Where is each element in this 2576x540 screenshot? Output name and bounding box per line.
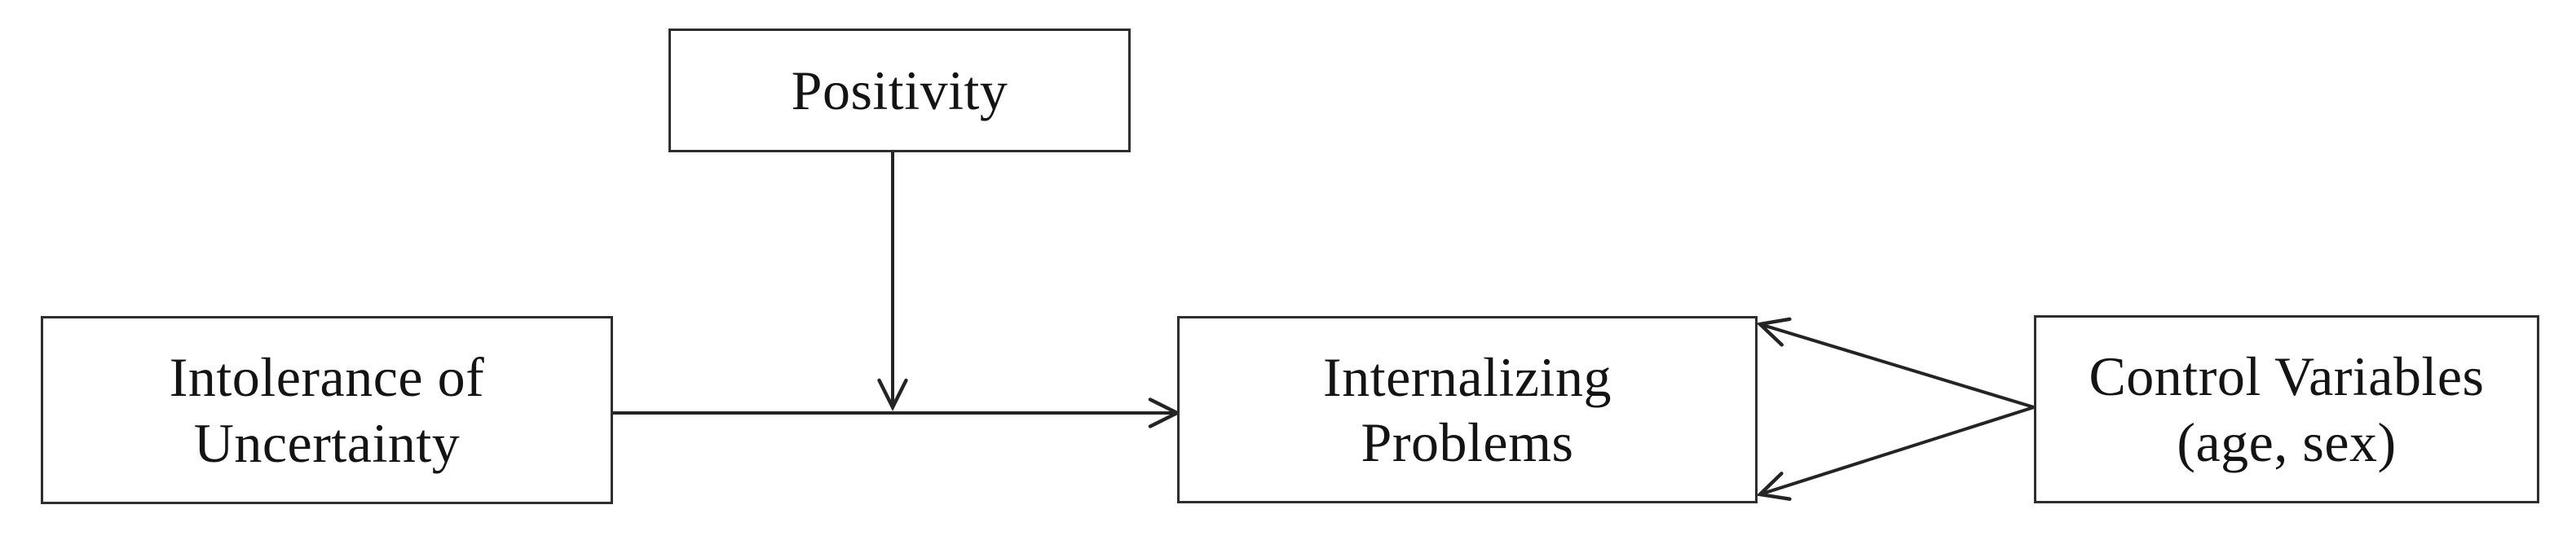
- node-intolerance-label-line2: Uncertainty: [193, 411, 461, 474]
- node-internalizing-label-line2: Problems: [1361, 411, 1574, 473]
- node-positivity-label: Positivity: [791, 59, 1008, 121]
- node-internalizing-label-line1: Internalizing: [1323, 345, 1612, 408]
- covariate-arrow-top: [1756, 317, 2035, 409]
- node-intolerance-of-uncertainty: Intolerance of Uncertainty: [41, 316, 613, 504]
- node-control-variables: Control Variables (age, sex): [2034, 315, 2539, 503]
- node-controls-label-line2: (age, sex): [2177, 410, 2397, 473]
- node-positivity: Positivity: [668, 29, 1131, 152]
- node-intolerance-label-line1: Intolerance of: [169, 346, 485, 409]
- node-controls-label-line1: Control Variables: [2089, 345, 2485, 408]
- covariate-arrow-bottom: [1756, 406, 2035, 501]
- node-internalizing-problems: Internalizing Problems: [1177, 316, 1758, 503]
